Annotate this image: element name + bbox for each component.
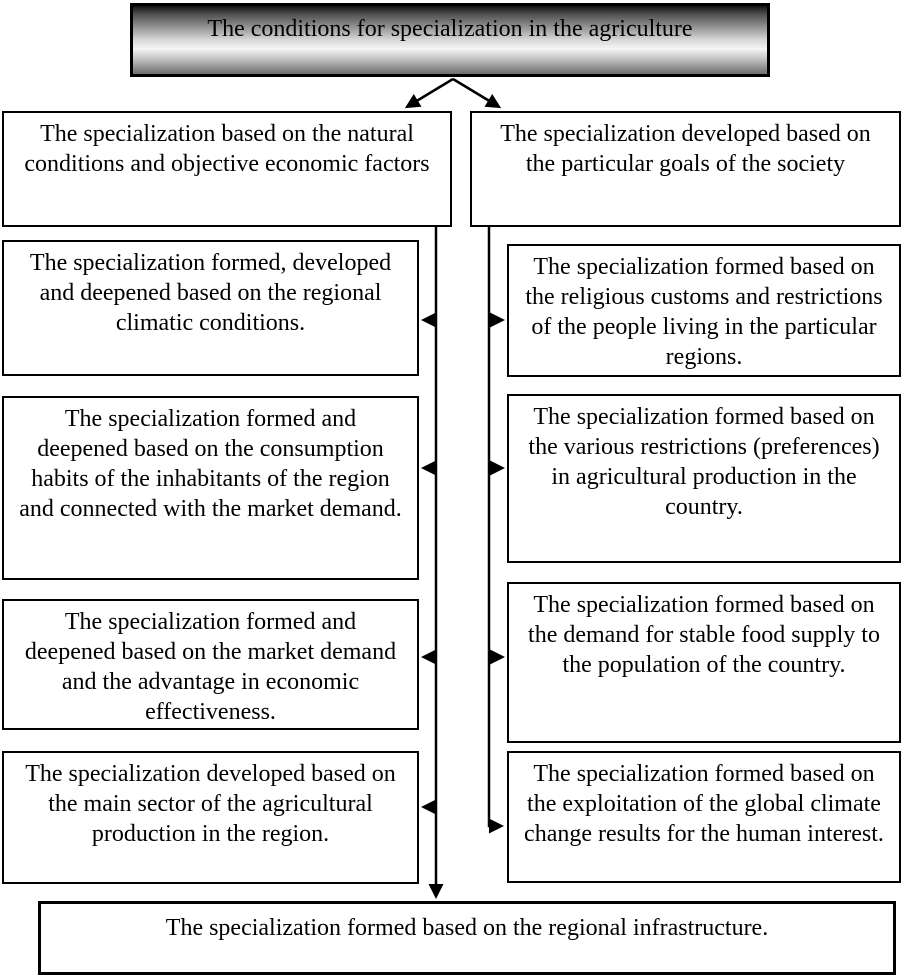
footer-box-text: The specialization formed based on the r… bbox=[165, 915, 769, 941]
cause-box-left-4-text: The specialization developed based on th… bbox=[25, 761, 396, 847]
cause-box-left-1-text: The specialization formed, developed and… bbox=[29, 250, 392, 336]
cause-box-left-4: The specialization developed based on th… bbox=[2, 751, 419, 884]
split-arrow-left bbox=[404, 77, 454, 109]
cause-box-left-2-text: The specialization formed and deepened b… bbox=[19, 406, 402, 522]
branch-header-right: The specialization developed based on th… bbox=[470, 111, 901, 227]
cause-box-right-4-text: The specialization formed based on the e… bbox=[524, 761, 884, 847]
branch-header-right-text: The specialization developed based on th… bbox=[500, 121, 871, 177]
cause-box-right-1: The specialization formed based on the r… bbox=[507, 244, 901, 377]
cause-box-left-3: The specialization formed and deepened b… bbox=[2, 599, 419, 730]
cause-box-left-1: The specialization formed, developed and… bbox=[2, 240, 419, 376]
title-text: The conditions for specialization in the… bbox=[207, 16, 693, 42]
cause-box-left-3-text: The specialization formed and deepened b… bbox=[24, 609, 397, 725]
title-box: The conditions for specialization in the… bbox=[130, 3, 770, 77]
cause-box-right-3-text: The specialization formed based on the d… bbox=[528, 592, 880, 678]
cause-box-right-2-text: The specialization formed based on the v… bbox=[528, 404, 880, 520]
split-arrow-right bbox=[452, 77, 502, 109]
cause-box-right-1-text: The specialization formed based on the r… bbox=[525, 254, 883, 370]
right-trunk-line bbox=[487, 227, 504, 834]
cause-box-left-2: The specialization formed and deepened b… bbox=[2, 396, 419, 580]
cause-box-right-4: The specialization formed based on the e… bbox=[507, 751, 901, 883]
cause-box-right-3: The specialization formed based on the d… bbox=[507, 582, 901, 743]
branch-header-left: The specialization based on the natural … bbox=[2, 111, 452, 227]
footer-box: The specialization formed based on the r… bbox=[38, 901, 896, 975]
cause-box-right-2: The specialization formed based on the v… bbox=[507, 394, 901, 563]
branch-header-left-text: The specialization based on the natural … bbox=[24, 121, 430, 177]
